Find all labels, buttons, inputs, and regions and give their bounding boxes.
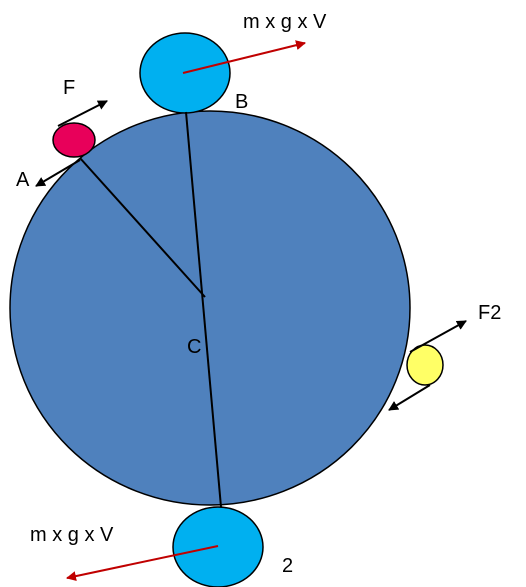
radius-line-a xyxy=(79,157,206,298)
point-c-label: C xyxy=(187,336,201,358)
point-b-label: B xyxy=(235,91,248,113)
force-f2-label: F2 xyxy=(478,302,501,324)
force-f-label: F xyxy=(63,77,75,99)
bottom-force-label: m x g x V xyxy=(30,524,114,546)
point-a-label: A xyxy=(16,169,30,191)
yellow-down-arrow xyxy=(388,384,431,411)
force-a-arrow xyxy=(35,159,81,187)
bottom-weight-arrow xyxy=(66,545,219,582)
main-circle xyxy=(9,110,411,506)
top-force-label: m x g x V xyxy=(243,11,327,33)
force-f2-arrow xyxy=(409,320,467,353)
red-ball xyxy=(52,122,96,158)
point-2-label: 2 xyxy=(282,555,293,577)
diameter-line xyxy=(185,111,222,508)
force-f-arrow xyxy=(57,100,108,127)
yellow-ball xyxy=(406,344,444,386)
top-weight-arrow xyxy=(182,40,306,74)
